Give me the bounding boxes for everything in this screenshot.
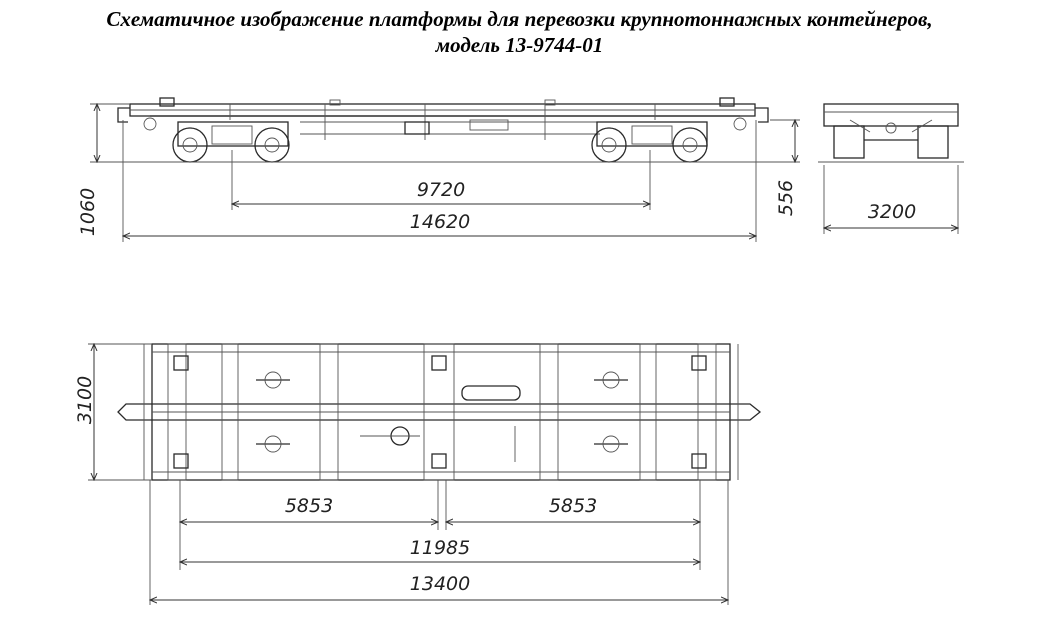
plan-right-bogie <box>594 371 628 453</box>
end-view <box>818 103 964 163</box>
left-bogie <box>172 121 290 163</box>
dim-width-end: 3200 <box>868 201 916 223</box>
side-dimensions: 9720 14620 1060 556 <box>77 104 800 242</box>
side-view <box>110 97 780 163</box>
diagram-title: Схематичное изображение платформы для пе… <box>0 6 1039 58</box>
dim-width-plan: 3100 <box>74 376 96 424</box>
dim-height: 1060 <box>77 188 99 236</box>
plan-dimensions: 3100 5853 5853 11985 13400 <box>74 344 728 605</box>
dim-half-right: 5853 <box>549 495 597 517</box>
right-bogie <box>591 121 708 163</box>
dim-half-left: 5853 <box>285 495 333 517</box>
dim-stop-distance: 11985 <box>410 537 470 559</box>
title-line-1: Схематичное изображение платформы для пе… <box>106 7 933 31</box>
plan-left-bogie <box>256 371 290 453</box>
plan-view <box>117 343 762 481</box>
dim-floor-height: 556 <box>775 180 797 216</box>
end-dimensions: 3200 <box>824 165 958 234</box>
dim-length-couplers: 14620 <box>410 211 470 233</box>
dim-bogie-base: 9720 <box>417 179 465 201</box>
title-line-2: модель 13-9744-01 <box>435 33 604 57</box>
dim-frame-length: 13400 <box>410 573 470 595</box>
